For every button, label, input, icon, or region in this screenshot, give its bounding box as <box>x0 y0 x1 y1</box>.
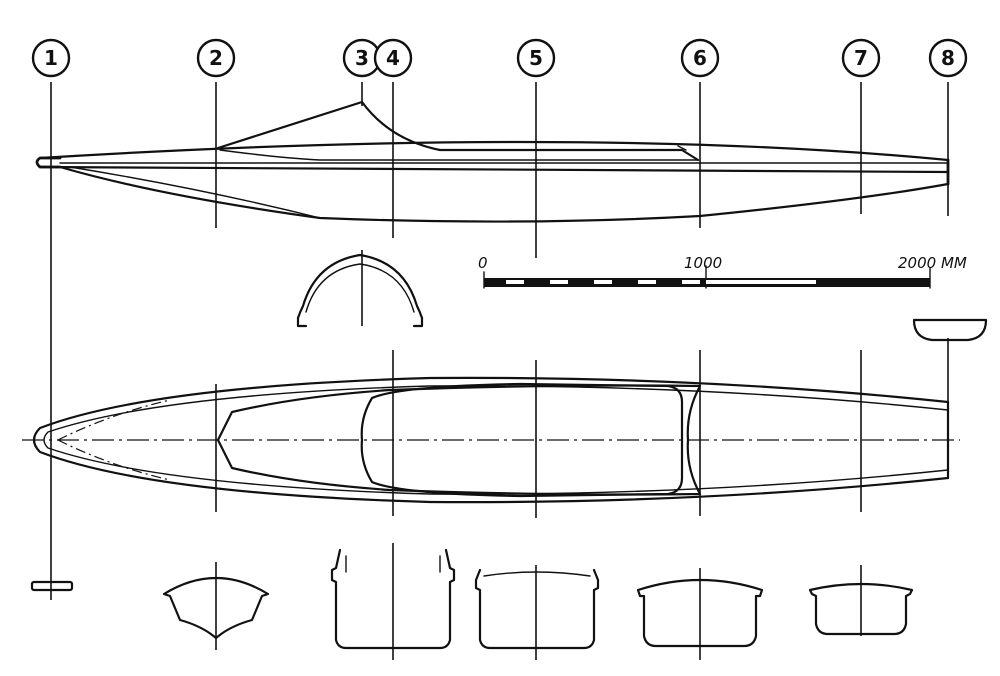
plan-view <box>22 376 960 504</box>
station-marker-8-circle <box>928 38 968 78</box>
scale-bar-seg-1 <box>506 280 524 284</box>
station-marker-4-label: 4 <box>386 46 400 70</box>
profile-cockpit-rim <box>219 149 699 161</box>
profile-canopy <box>216 100 700 162</box>
section-3-right-foot <box>412 316 424 328</box>
scale-bar-seg-5 <box>682 280 700 284</box>
section-station-2 <box>162 577 270 640</box>
station-marker-2-label: 2 <box>209 46 223 70</box>
scale-label-2000: 2000 MM <box>898 254 967 272</box>
scale-bar-seg-3 <box>594 280 612 284</box>
station-marker-8-label: 8 <box>941 46 955 70</box>
section-3-left-foot <box>296 316 308 328</box>
scale-label-0: 0 <box>478 254 488 272</box>
scale-bar: 0 1000 2000 MM <box>478 254 967 289</box>
station-marker-1-circle <box>31 38 71 78</box>
profile-windscreen <box>677 145 687 151</box>
scale-bar-seg-4 <box>638 280 656 284</box>
station-marker-5-circle <box>516 38 556 78</box>
side-profile-view <box>35 100 950 223</box>
station-marker-4-circle <box>373 38 413 78</box>
profile-nose <box>35 156 62 169</box>
plan-bow-deckline-lower <box>57 439 171 481</box>
station-marker-1-label: 1 <box>44 46 58 70</box>
plan-hull-outer <box>32 376 950 504</box>
section-station-8-transom <box>912 318 988 342</box>
profile-bottom-inner <box>69 166 321 219</box>
station-marker-3-label: 3 <box>355 46 369 70</box>
section-station-3 <box>296 253 424 328</box>
station-marker-2-circle <box>196 38 236 78</box>
scale-bar-seg-2 <box>550 280 568 284</box>
station-marker-7-label: 7 <box>854 46 868 70</box>
section-station-4-outer <box>330 548 456 650</box>
section-station-1 <box>30 580 74 592</box>
scale-bar-seg-6 <box>706 280 816 284</box>
section-station-5-outer <box>474 568 600 650</box>
station-marker-5-label: 5 <box>529 46 543 70</box>
station-marker-6-circle <box>680 38 720 78</box>
section-station-4-inner <box>345 555 441 573</box>
plan-cockpit-coaming <box>216 384 702 496</box>
station-marker-6-label: 6 <box>693 46 707 70</box>
plan-bow-deckline-upper <box>57 399 171 441</box>
profile-keel-line <box>58 165 950 223</box>
section-3-outline <box>296 253 424 320</box>
plan-cockpit-opening <box>360 382 684 498</box>
profile-sheer-line <box>38 140 950 162</box>
plan-hull-inner <box>43 385 949 495</box>
section-station-5-deck <box>483 571 591 577</box>
station-marker-7-circle <box>841 38 881 78</box>
station-markers: 1 2 3 4 5 6 7 8 <box>31 38 968 78</box>
section-3-inner <box>305 263 415 313</box>
scale-label-1000: 1000 <box>684 254 722 272</box>
cross-sections <box>30 548 914 650</box>
section-station-7 <box>808 582 914 636</box>
section-station-6 <box>636 578 764 648</box>
profile-lower-edge <box>38 165 950 174</box>
